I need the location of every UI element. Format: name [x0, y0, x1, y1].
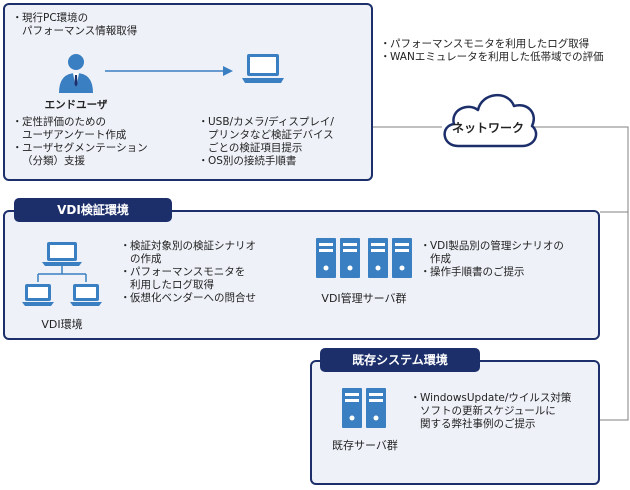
legacy-server-label: 既存サーバ群	[332, 439, 398, 452]
network-notes: パフォーマンスモニタを利用したログ取得 WANエミュレータを利用した低帯域での評…	[380, 38, 604, 64]
network-label: ネットワーク	[451, 121, 524, 135]
vdi-server-notes: VDI製品別の管理シナリオの 作成 操作手順書のご提示	[420, 240, 564, 279]
arrow-right-icon	[105, 66, 233, 76]
pc-performance-notes: 現行PC環境の パフォーマンス情報取得	[12, 12, 137, 38]
note-item: 検証対象別の検証シナリオ の作成	[120, 240, 256, 266]
note-item: パフォーマンスモニタを利用したログ取得	[380, 38, 604, 51]
legacy-panel-title: 既存システム環境	[320, 348, 480, 372]
note-item: ユーザセグメンテーション （分類）支援	[12, 142, 148, 168]
note-item: 定性評価のための ユーザアンケート作成	[12, 116, 148, 142]
vdi-env-notes: 検証対象別の検証シナリオ の作成 パフォーマンスモニタを 利用したログ取得 仮想…	[120, 240, 256, 305]
vdi-env-label: VDI環境	[41, 318, 83, 331]
end-user-icon	[59, 54, 93, 93]
note-item: USB/カメラ/ディスプレイ/ プリンタなど検証デバイス ごとの検証項目提示	[198, 116, 334, 155]
legacy-server-group-icon	[342, 388, 386, 428]
legacy-notes: WindowsUpdate/ウイルス対策 ソフトの更新スケジュールに 関する弊社…	[410, 392, 571, 431]
network-cloud-icon	[443, 94, 538, 148]
note-item: OS別の接続手順書	[198, 155, 334, 168]
note-item: 仮想化ベンダーへの問合せ	[120, 292, 256, 305]
note-item: 現行PC環境の パフォーマンス情報取得	[12, 12, 137, 38]
vdi-panel-title: VDI検証環境	[14, 198, 172, 222]
note-item: 操作手順書のご提示	[420, 266, 564, 279]
note-item: WindowsUpdate/ウイルス対策 ソフトの更新スケジュールに 関する弊社…	[410, 392, 571, 431]
vdi-network-icon	[22, 242, 102, 306]
note-item: VDI製品別の管理シナリオの 作成	[420, 240, 564, 266]
connector-trunk	[532, 126, 629, 421]
vdi-server-group-icon	[316, 238, 412, 278]
vdi-server-label: VDI管理サーバ群	[321, 292, 407, 305]
device-notes: USB/カメラ/ディスプレイ/ プリンタなど検証デバイス ごとの検証項目提示 O…	[198, 116, 334, 168]
end-user-notes: 定性評価のための ユーザアンケート作成 ユーザセグメンテーション （分類）支援	[12, 116, 148, 168]
end-user-label: エンドユーザ	[44, 99, 108, 111]
note-item: WANエミュレータを利用した低帯域での評価	[380, 51, 604, 64]
laptop-icon	[242, 54, 284, 83]
note-item: パフォーマンスモニタを 利用したログ取得	[120, 266, 256, 292]
